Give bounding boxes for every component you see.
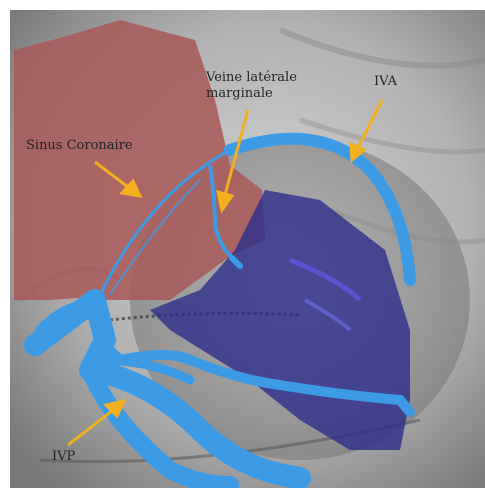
label-iva: IVA [374, 74, 397, 89]
label-sinus: Sinus Coronaire [26, 138, 133, 153]
label-veine: Veine latérale [206, 70, 297, 85]
label-veine-line2: marginale [206, 86, 273, 101]
label-ivp: IVP [52, 449, 75, 464]
